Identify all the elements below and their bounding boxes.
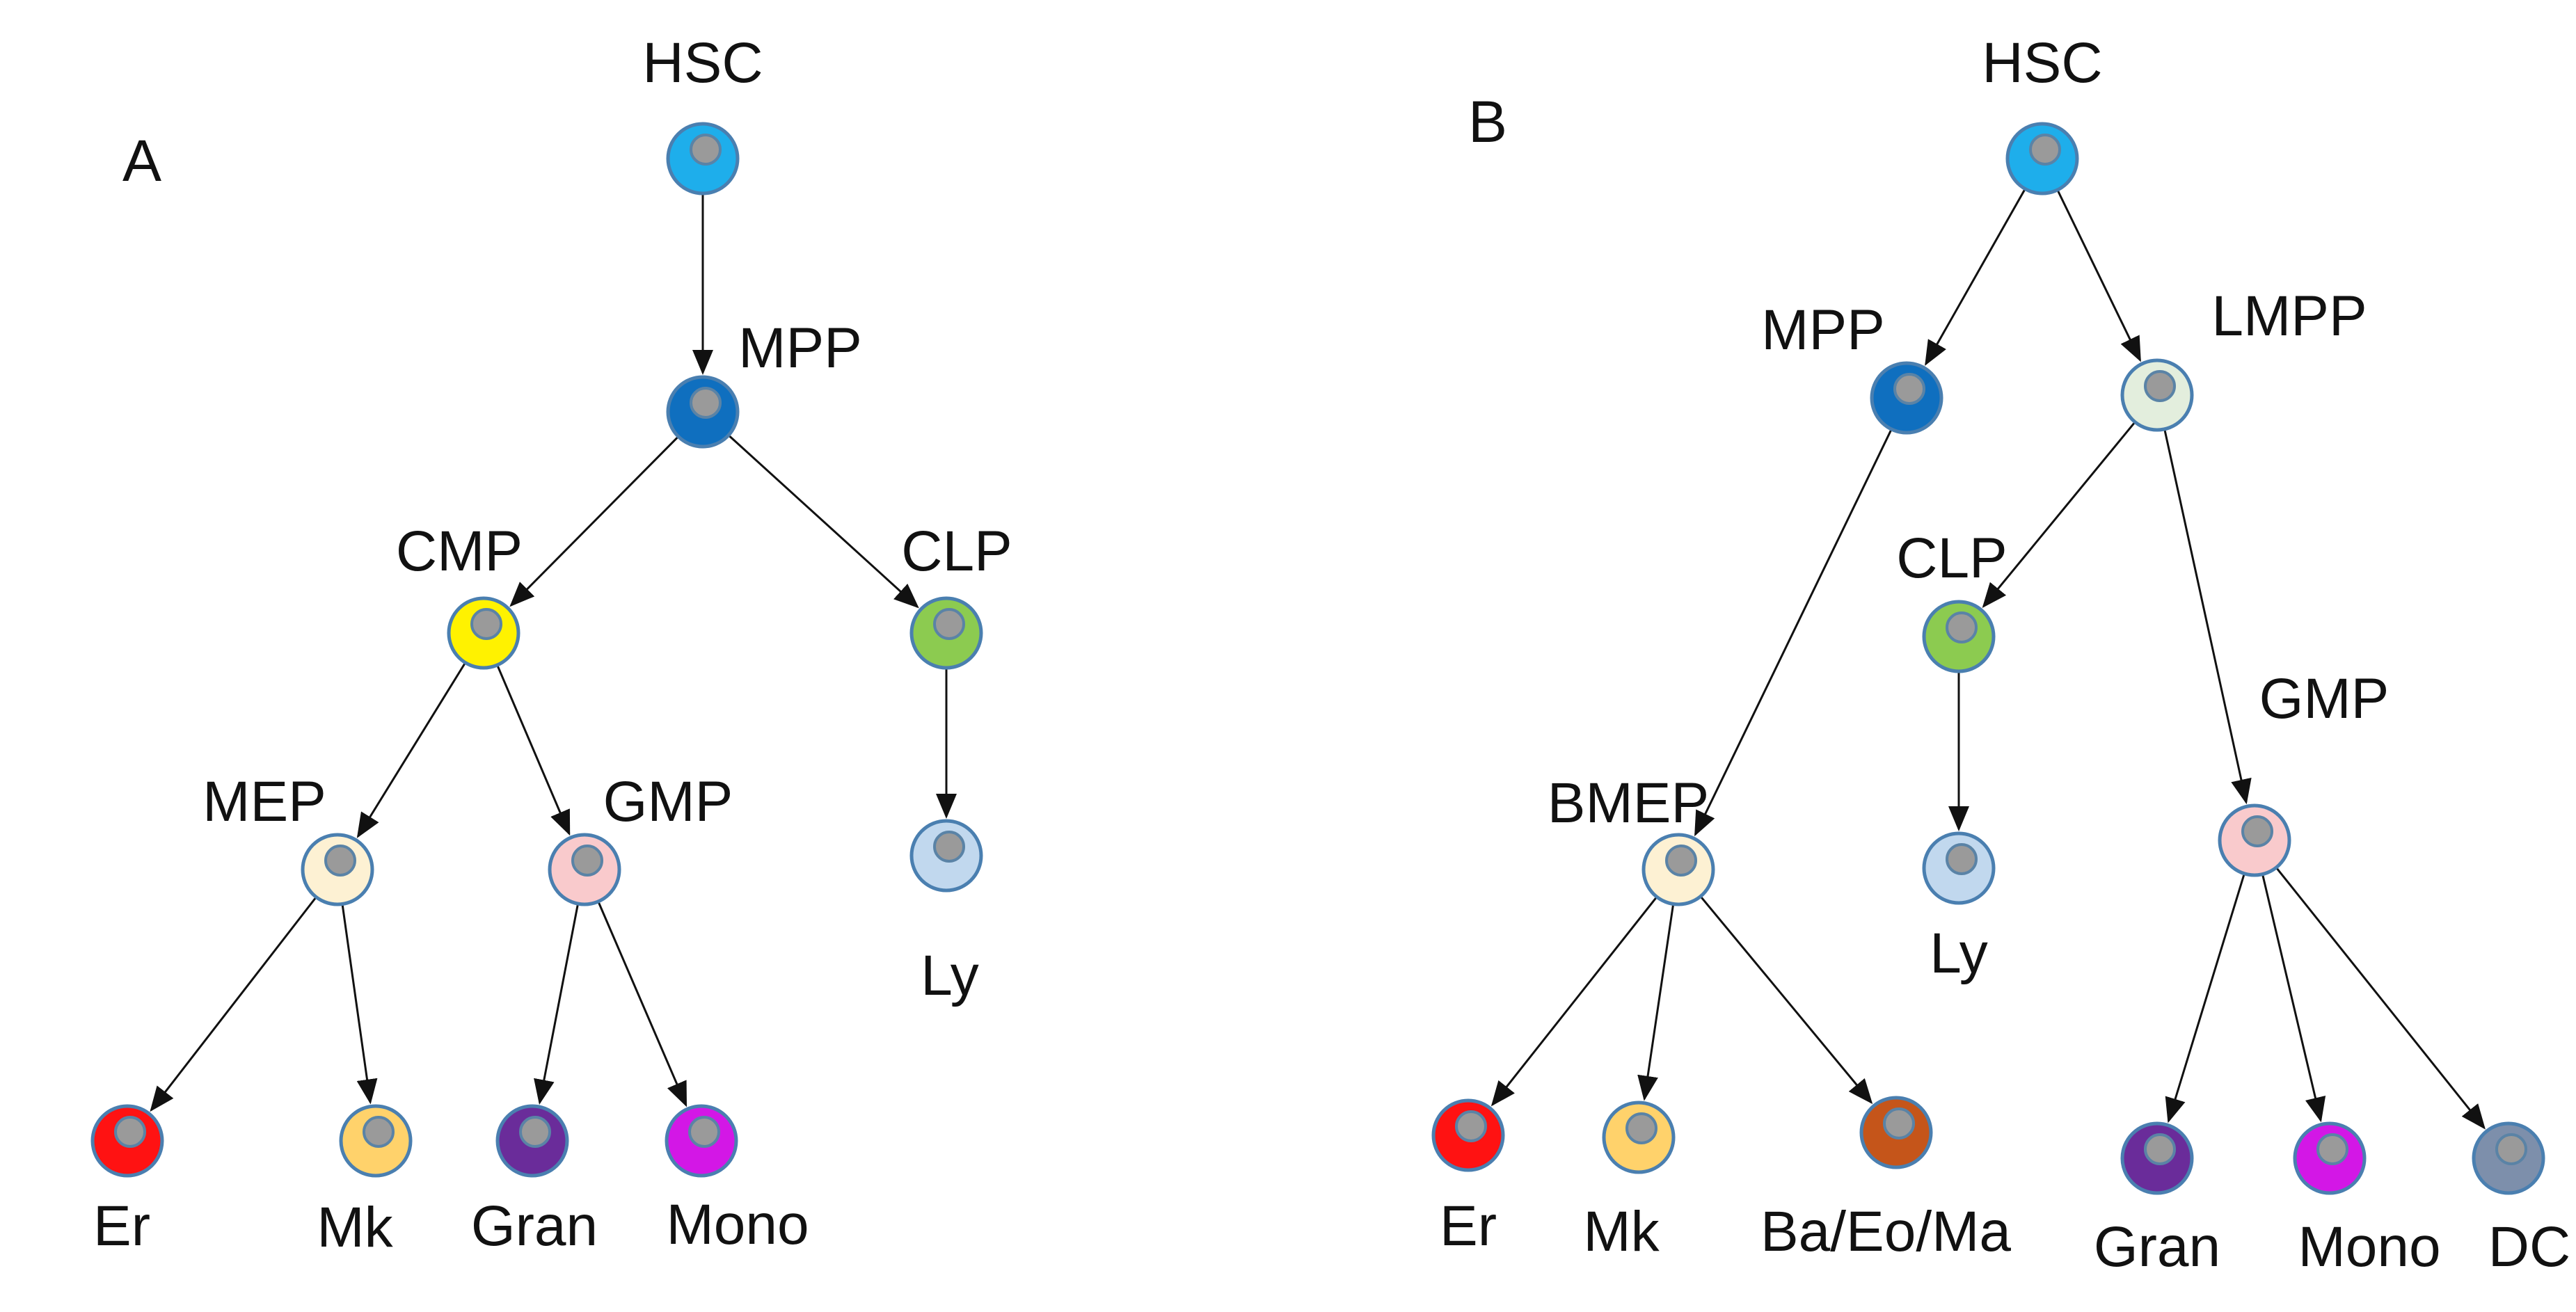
cell-node-a-mk [339,1104,413,1178]
node-label-b-hsc: HSC [1982,31,2102,95]
cell-node-a-hsc [666,122,740,195]
edge-b-gmp-to-b-mono [2261,875,2326,1123]
cell-nucleus-icon [690,387,722,419]
cell-nucleus-icon [1455,1110,1487,1142]
cell-nucleus-icon [1946,843,1978,875]
cell-node-b-dc [2472,1121,2545,1195]
cell-nucleus-icon [2144,1133,2176,1165]
node-label-b-gmp: GMP [2259,667,2390,730]
edge-b-gmp-to-b-dc [2276,867,2486,1130]
cell-node-b-hsc [2005,122,2079,195]
cell-node-b-mono [2293,1121,2367,1195]
node-label-b-bmep: BMEP [1548,771,1709,835]
edge-b-mpp-to-b-bmep [1694,430,1892,837]
cell-node-b-gran [2120,1121,2194,1195]
edge-a-gmp-to-a-gran [534,904,579,1105]
cell-node-a-mep [301,833,374,906]
edges-layer [150,189,2486,1130]
node-label-b-mk: Mk [1583,1200,1660,1263]
node-label-b-dc: DC [2488,1215,2570,1279]
cell-nucleus-icon [933,831,965,863]
edge-a-gmp-to-a-mono [598,902,687,1107]
edge-a-cmp-to-a-mep [356,663,466,838]
cell-node-a-mpp [666,375,740,449]
node-label-a-clp: CLP [901,520,1012,583]
node-label-a-mk: Mk [317,1196,393,1259]
node-label-b-baeoma: Ba/Eo/Ma [1760,1200,2011,1263]
cell-nucleus-icon [1883,1107,1915,1139]
cell-node-a-cmp [447,596,520,670]
edge-b-lmpp-to-b-clp [1982,422,2136,609]
cell-nucleus-icon [1665,845,1697,877]
cell-node-a-gmp [548,833,621,906]
cell-nucleus-icon [1625,1112,1657,1144]
cell-node-b-ly [1922,831,1996,905]
cell-nucleus-icon [2029,134,2061,166]
cell-nucleus-icon [933,608,965,640]
edge-b-bmep-to-b-baeoma [1701,897,1873,1105]
panel-b-label: B [1468,89,1507,154]
cell-nucleus-icon [2144,370,2176,402]
cell-node-b-lmpp [2120,358,2194,432]
edge-b-hsc-to-b-mpp [1925,189,2026,366]
node-label-b-er: Er [1440,1194,1497,1258]
node-label-b-mono: Mono [2298,1215,2440,1279]
edge-a-mep-to-a-er [150,897,317,1112]
node-label-b-gran: Gran [2094,1215,2220,1279]
edge-b-gmp-to-b-gran [2165,874,2245,1123]
cell-nucleus-icon [114,1116,146,1148]
cell-node-b-gmp [2218,803,2291,877]
node-label-b-clp: CLP [1896,527,2007,590]
node-label-b-lmpp: LMPP [2211,285,2367,348]
cell-nucleus-icon [1893,373,1925,405]
edge-a-cmp-to-a-gmp [497,666,571,836]
cell-nucleus-icon [470,608,502,640]
node-label-a-ly: Ly [921,944,979,1007]
cell-node-b-mpp [1870,361,1943,435]
panel-a-label: A [122,128,161,193]
cell-nucleus-icon [519,1116,551,1148]
cell-node-b-mk [1602,1101,1676,1174]
node-label-b-mpp: MPP [1761,298,1885,362]
node-label-a-mono: Mono [666,1193,809,1256]
edge-b-hsc-to-b-lmpp [2057,191,2141,362]
node-label-b-ly: Ly [1930,922,1988,985]
cell-nucleus-icon [1946,611,1978,643]
cell-nucleus-icon [571,845,603,877]
node-label-a-hsc: HSC [642,31,763,95]
cell-nucleus-icon [2241,815,2273,847]
cell-node-b-clp [1922,600,1996,673]
node-label-a-mpp: MPP [738,317,862,380]
cell-node-a-gran [495,1104,569,1178]
cell-node-b-er [1431,1098,1505,1172]
cell-nucleus-icon [688,1116,720,1148]
edge-b-bmep-to-b-mk [1637,905,1674,1101]
cell-node-a-er [90,1104,164,1178]
cell-node-b-bmep [1641,833,1715,906]
cell-node-a-clp [909,596,983,670]
edge-b-lmpp-to-b-gmp [2163,430,2252,805]
node-label-a-gran: Gran [471,1194,598,1258]
cell-nucleus-icon [324,845,356,877]
cell-node-a-ly [909,819,983,893]
node-label-a-cmp: CMP [396,520,523,583]
cell-nucleus-icon [690,134,722,166]
cell-nucleus-icon [363,1116,395,1148]
node-label-a-mep: MEP [202,770,326,833]
edge-a-mep-to-a-mk [341,905,378,1105]
cell-nucleus-icon [2495,1133,2527,1165]
node-label-a-er: Er [93,1194,150,1258]
cell-node-b-baeoma [1859,1096,1933,1169]
edge-a-mpp-to-a-cmp [509,436,678,607]
nodes-layer [90,122,2545,1195]
cell-nucleus-icon [2316,1133,2348,1165]
edge-a-mpp-to-a-clp [729,435,919,609]
cell-node-a-mono [665,1104,738,1178]
edge-b-bmep-to-b-er [1490,897,1657,1107]
node-label-a-gmp: GMP [603,770,733,833]
